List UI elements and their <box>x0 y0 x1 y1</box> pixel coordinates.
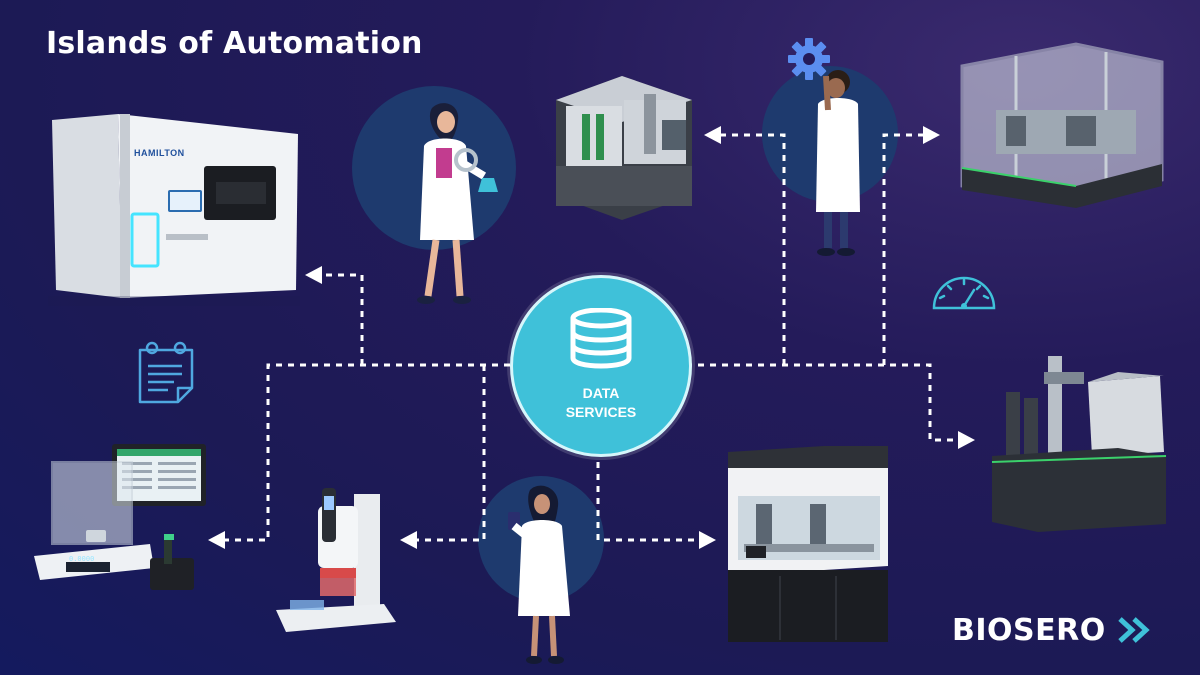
arrowhead-plate-mover <box>958 431 975 449</box>
balance-instrument <box>34 444 206 590</box>
notepad-icon <box>138 341 194 404</box>
arrowhead-hamilton <box>305 266 322 284</box>
chevrons-icon <box>1118 617 1150 643</box>
scientist-left <box>417 103 498 304</box>
balance-readout: 0.0000 <box>69 555 95 563</box>
biosero-wordmark: BIOSERO <box>952 612 1106 648</box>
data-services-hub: DATA SERVICES <box>510 275 692 457</box>
connector-to-large-system <box>882 133 924 365</box>
large-system-instrument <box>960 42 1164 208</box>
database-icon <box>570 308 632 369</box>
pipetting-instrument <box>276 488 396 632</box>
gauge-icon <box>932 276 996 310</box>
connector-to-plate-mover <box>686 363 960 442</box>
connector-to-liquid-handler <box>596 450 700 542</box>
connector-to-hamilton <box>318 273 364 365</box>
hub-label-line2: SERVICES <box>565 404 637 420</box>
workcell-instrument <box>556 76 692 220</box>
arrowhead-liquid-handler <box>699 531 716 549</box>
diagram-title: Islands of Automation <box>46 26 423 61</box>
liquid-handler-instrument <box>728 446 888 642</box>
biosero-logo: BIOSERO <box>952 612 1154 648</box>
connector-to-workcell <box>718 133 786 365</box>
connector-to-balance <box>222 363 510 542</box>
hamilton-brand-label: HAMILTON <box>134 148 185 158</box>
connector-to-pipette <box>412 365 486 542</box>
scientist-top <box>816 70 860 256</box>
hub-label: DATA SERVICES <box>513 384 689 422</box>
arrowhead-balance <box>208 531 225 549</box>
scientist-bottom <box>508 485 570 664</box>
plate-mover-instrument <box>991 356 1167 532</box>
arrowhead-large-system <box>923 126 940 144</box>
arrowhead-workcell <box>704 126 721 144</box>
hub-label-line1: DATA <box>582 385 620 401</box>
arrowhead-pipette <box>400 531 417 549</box>
hamilton-instrument <box>48 114 300 306</box>
gear-icon <box>788 38 830 80</box>
